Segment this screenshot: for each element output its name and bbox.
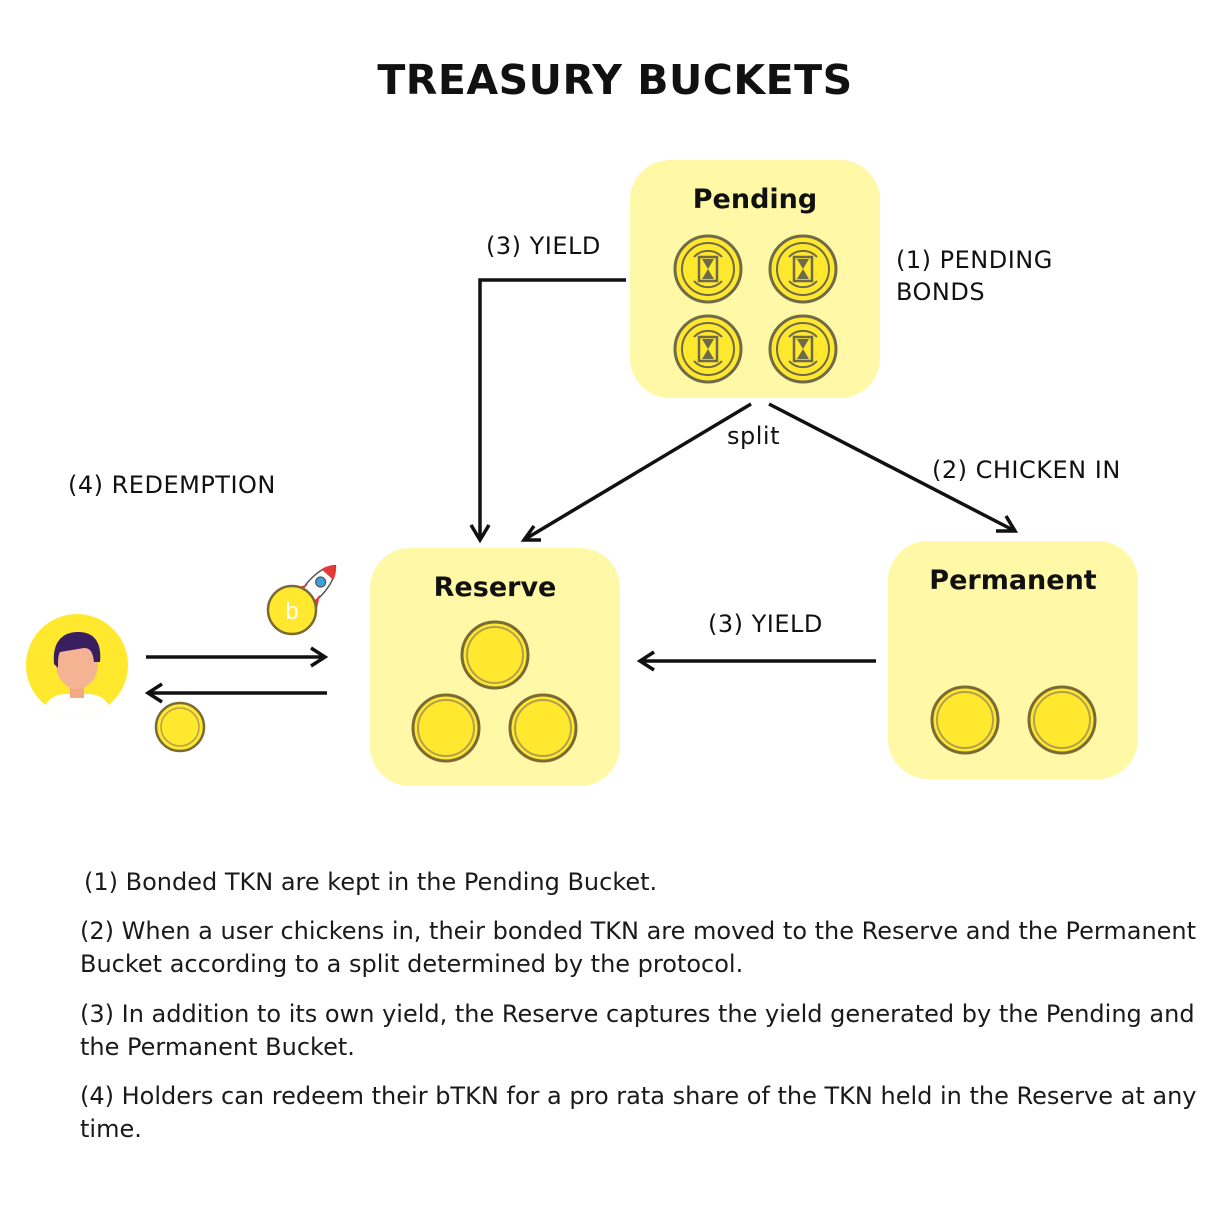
pending-bonds-label-line2: BONDS (896, 278, 986, 306)
btkn-coin-icon: b (266, 584, 318, 636)
pending-bucket-title: Pending (692, 184, 818, 215)
diagram-title: TREASURY BUCKETS (377, 56, 853, 104)
pending-coin-icon (768, 234, 838, 304)
redemption-label: (4) REDEMPTION (68, 471, 276, 499)
yield-permanent-arrow (636, 650, 876, 672)
btkn-coin-letter: b (285, 598, 298, 625)
note-4: (4) Holders can redeem their bTKN for a … (80, 1082, 1197, 1143)
reserve-bucket: Reserve (370, 548, 620, 786)
permanent-coin-icon (1027, 685, 1097, 755)
permanent-coin-icon (930, 685, 1000, 755)
yield-pending-arrow (469, 278, 626, 544)
redeem-arrow (144, 682, 327, 704)
reserve-coin-icon (411, 693, 481, 763)
redeemed-coin-icon (154, 701, 206, 753)
permanent-bucket-title: Permanent (929, 565, 1097, 596)
yield-permanent-label: (3) YIELD (708, 610, 823, 638)
pending-bonds-label-line1: (1) PENDING (896, 246, 1053, 274)
note-3: (3) In addition to its own yield, the Re… (80, 1000, 1195, 1061)
split-to-reserve-arrow (520, 402, 752, 542)
yield-pending-label: (3) YIELD (486, 232, 601, 260)
note-1: (1) Bonded TKN are kept in the Pending B… (84, 868, 658, 896)
permanent-bucket: Permanent (888, 541, 1138, 779)
reserve-coin-icon (508, 693, 578, 763)
reserve-bucket-title: Reserve (433, 572, 557, 603)
pending-bucket: Pending (630, 160, 880, 398)
reserve-coin-icon (460, 620, 530, 690)
split-label: split (727, 422, 780, 450)
pending-coin-icon (673, 314, 743, 384)
pending-coin-icon (768, 314, 838, 384)
note-2: (2) When a user chickens in, their bonde… (80, 917, 1197, 978)
user-avatar-icon (26, 614, 128, 716)
pending-coin-icon (673, 234, 743, 304)
deposit-arrow (146, 646, 329, 668)
chicken-in-arrow (768, 402, 1019, 533)
chicken-in-label: (2) CHICKEN IN (932, 456, 1121, 484)
